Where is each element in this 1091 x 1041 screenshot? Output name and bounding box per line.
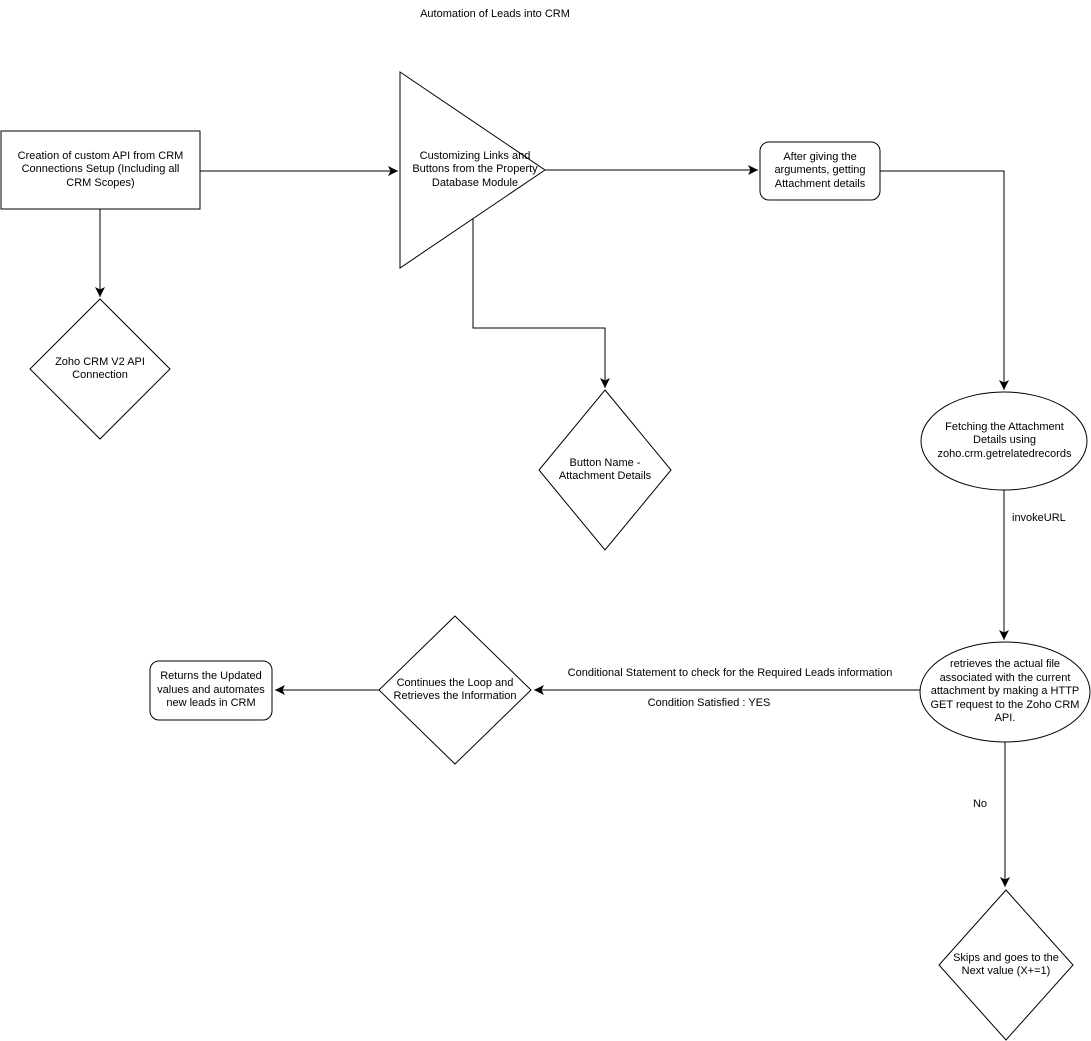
no-edge-label: No xyxy=(972,798,988,810)
diagram-title: Automation of Leads into CRM xyxy=(420,8,570,20)
creation-node-label: Creation of custom API from CRM Connecti… xyxy=(17,149,184,189)
skips-node-shape xyxy=(938,889,1074,1041)
zoho-connection-node-label: Zoho CRM V2 API Connection xyxy=(55,355,145,381)
fetching-node-label: Fetching the Attachment Details using zo… xyxy=(937,420,1072,460)
creation-node-shape xyxy=(0,130,201,210)
customizing-node-label: Customizing Links and Buttons from the P… xyxy=(412,149,538,189)
button-name-node-shape xyxy=(538,389,672,551)
continues-node-label: Continues the Loop and Retrieves the Inf… xyxy=(393,676,517,702)
zoho-connection-node-shape xyxy=(29,298,171,440)
returns-node-shape xyxy=(149,660,273,721)
condition-satisfied-yes-edge-label: Condition Satisfied : YES xyxy=(647,697,771,709)
returns-node-label: Returns the Updated values and automates… xyxy=(157,670,265,710)
retrieves-node-label: retrieves the actual file associated wit… xyxy=(930,658,1080,725)
edge-customizing-to-button-name xyxy=(472,219,610,388)
edge-after-giving-to-fetching xyxy=(880,170,1009,390)
after-giving-node-label: After giving the arguments, getting Atta… xyxy=(774,150,866,190)
skips-node-label: Skips and goes to the Next value (X+=1) xyxy=(953,951,1059,977)
invoke-url-edge-label: invokeURL xyxy=(1012,512,1066,524)
button-name-node-label: Button Name - Attachment Details xyxy=(558,456,652,482)
conditional-statement-edge-label: Conditional Statement to check for the R… xyxy=(567,667,893,679)
continues-node-shape xyxy=(378,615,532,765)
